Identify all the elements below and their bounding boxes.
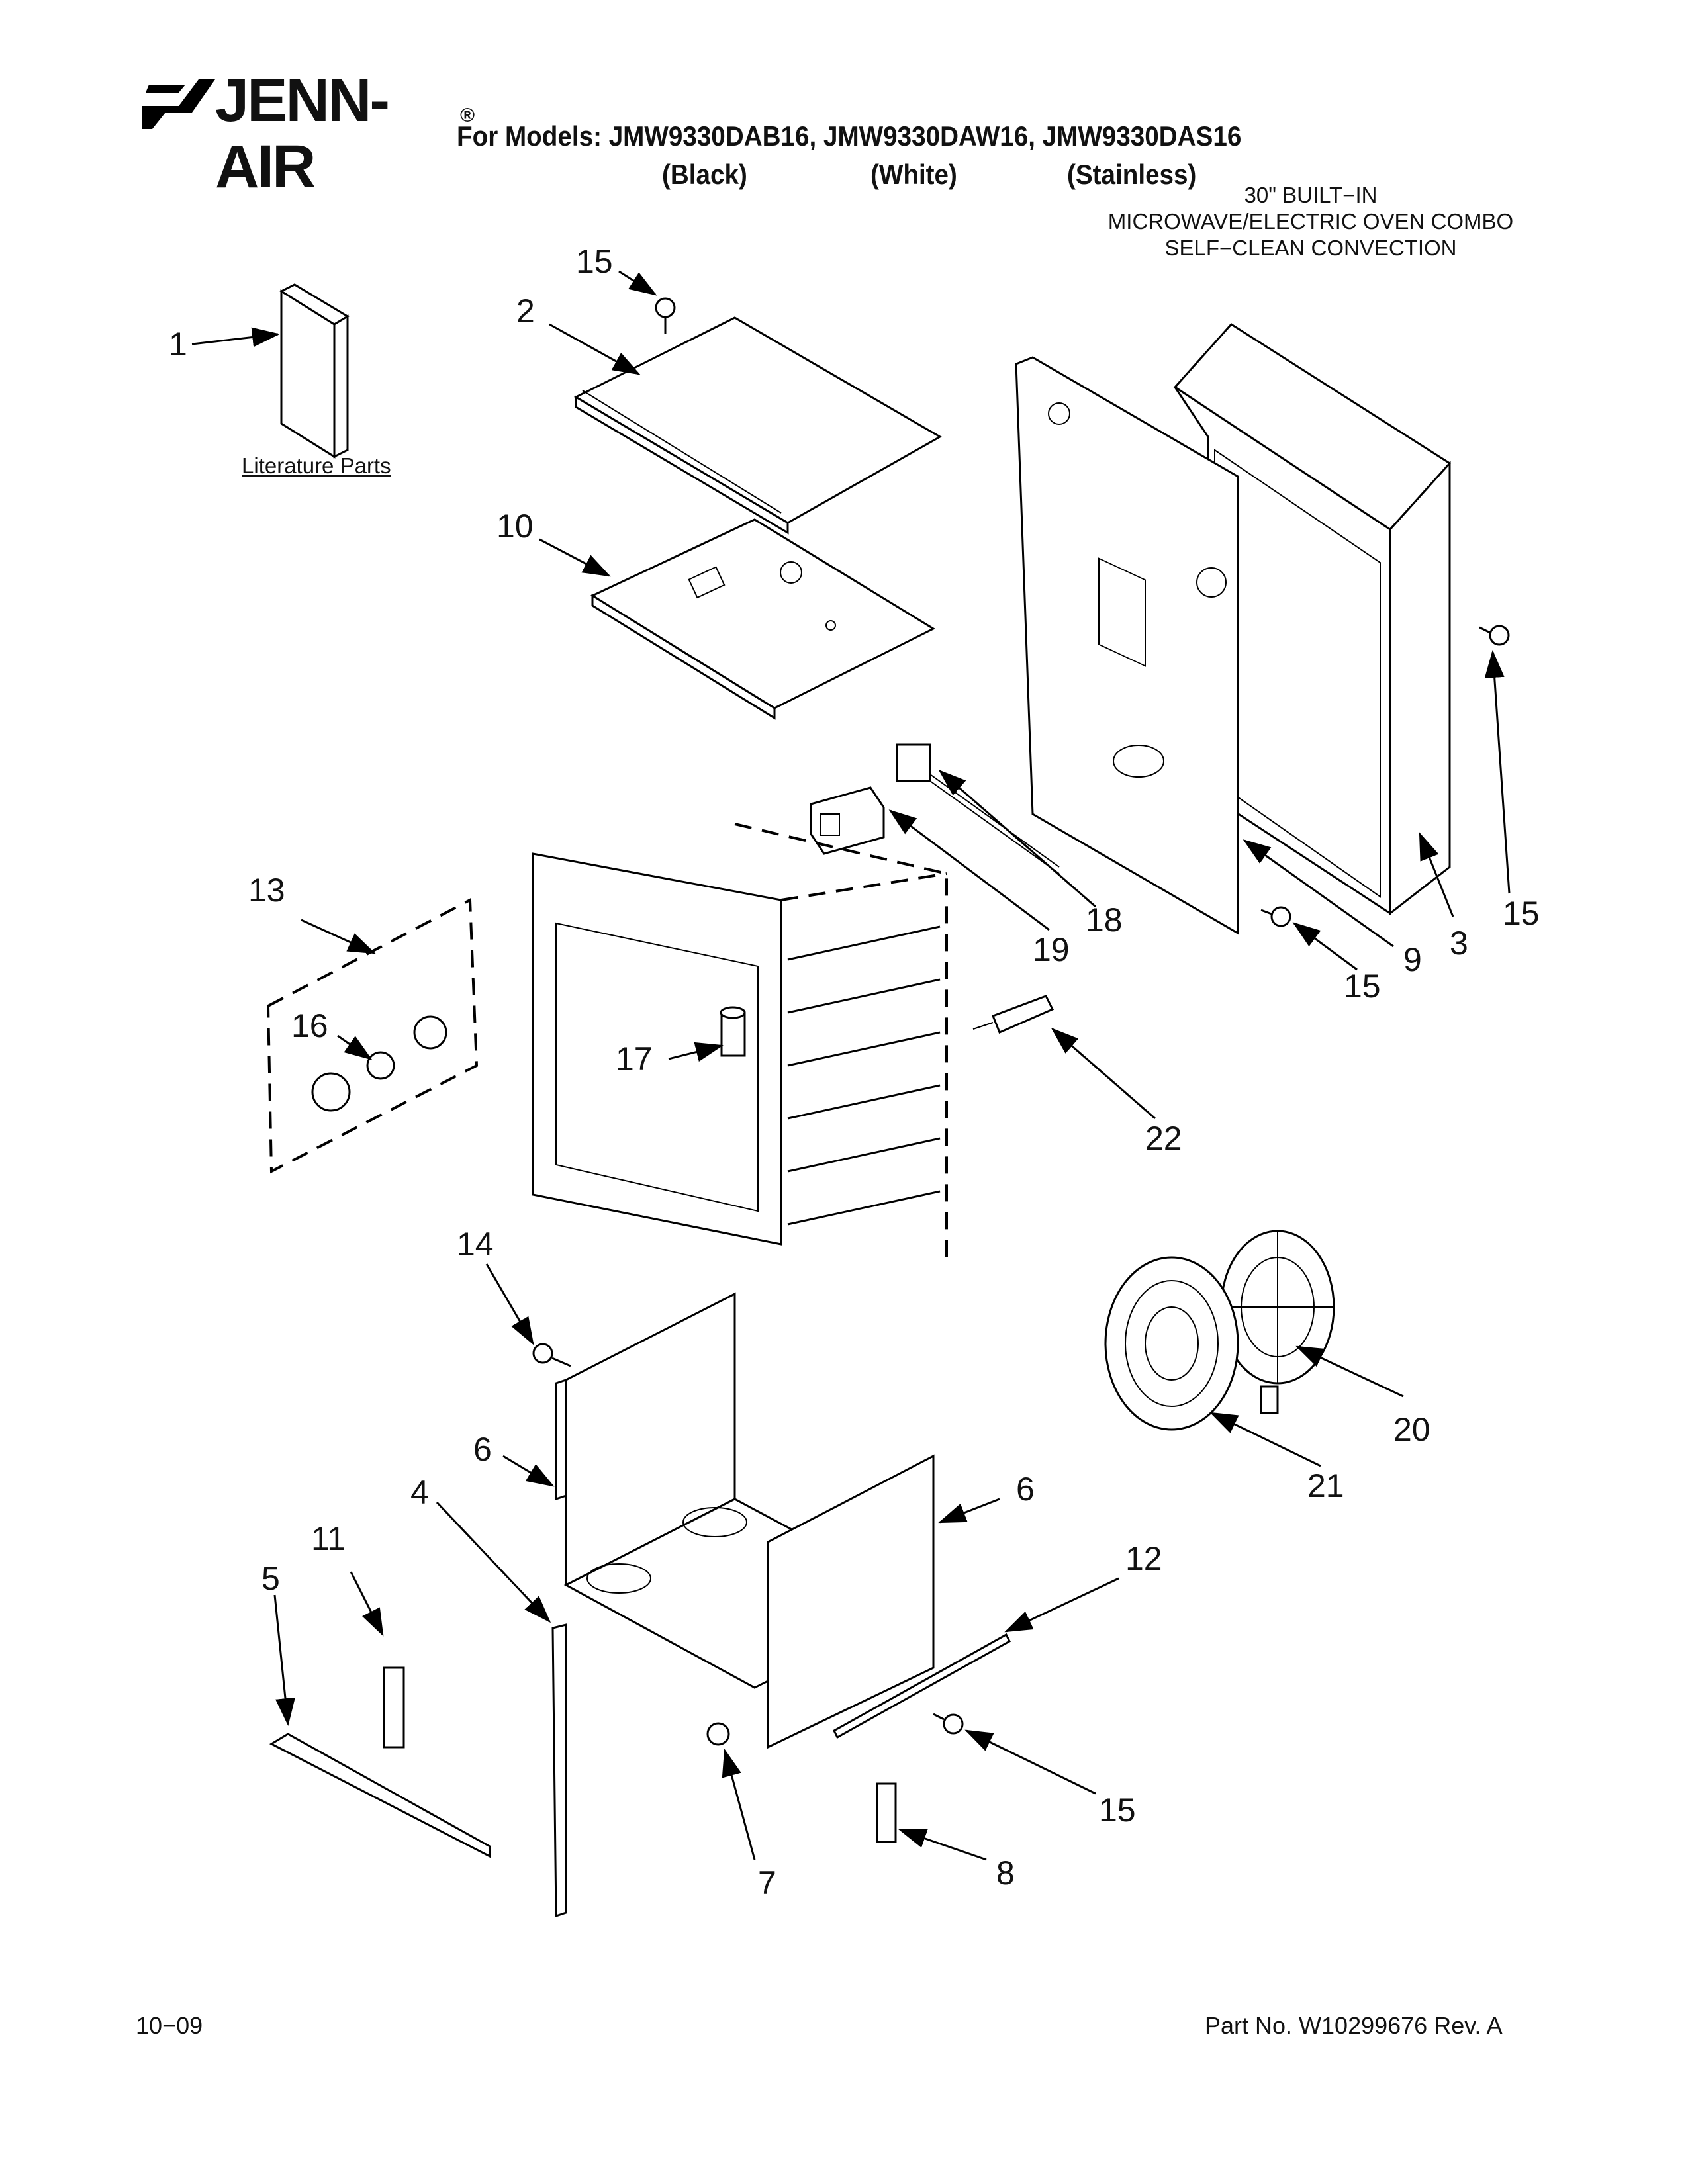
part-number: Part No. W10299676 Rev. A bbox=[1205, 2012, 1503, 2039]
callout-9: 9 bbox=[1403, 941, 1422, 978]
callout-20: 20 bbox=[1393, 1411, 1430, 1448]
literature-parts-label: Literature Parts bbox=[242, 453, 391, 478]
callout-12: 12 bbox=[1125, 1540, 1162, 1577]
callout-3: 3 bbox=[1450, 925, 1468, 962]
product-line-2: MICROWAVE/ELECTRIC OVEN COMBO bbox=[1107, 209, 1514, 234]
product-description: 30" BUILT−IN MICROWAVE/ELECTRIC OVEN COM… bbox=[1072, 182, 1549, 261]
callout-14: 14 bbox=[457, 1226, 494, 1263]
revision-date: 10−09 bbox=[136, 2012, 203, 2039]
callout-10: 10 bbox=[496, 508, 534, 545]
leader-lines bbox=[191, 270, 1511, 1861]
variant-white: (White) bbox=[870, 159, 957, 190]
screw-side bbox=[532, 1343, 571, 1367]
callout-15-rear: 15 bbox=[1344, 968, 1381, 1005]
callout-15-top: 15 bbox=[576, 243, 613, 280]
callout-5: 5 bbox=[261, 1560, 280, 1597]
callout-1: 1 bbox=[169, 326, 187, 363]
electrical-box bbox=[810, 786, 885, 855]
hole-plug bbox=[706, 1722, 730, 1746]
convection-fan-cover bbox=[1104, 1256, 1239, 1431]
callout-18: 18 bbox=[1086, 901, 1123, 938]
callout-21: 21 bbox=[1307, 1467, 1344, 1504]
top-panel bbox=[573, 316, 943, 535]
callout-6-right: 6 bbox=[1016, 1471, 1035, 1508]
brand-name: JENN-AIR bbox=[215, 67, 390, 201]
screw-rear bbox=[1260, 906, 1291, 927]
latch-assembly bbox=[972, 995, 1055, 1034]
brand-swoosh-icon bbox=[142, 79, 215, 129]
brand-logo: JENN-AIR ® bbox=[139, 66, 483, 200]
heating-element bbox=[720, 1006, 746, 1057]
vertical-trim bbox=[551, 1623, 567, 1918]
screw-top bbox=[655, 297, 676, 334]
screw-wrapper bbox=[1479, 625, 1510, 646]
callout-13: 13 bbox=[248, 872, 285, 909]
screw-rail bbox=[933, 1713, 964, 1735]
models-line: For Models: JMW9330DAB16, JMW9330DAW16, … bbox=[457, 120, 1242, 152]
literature-booklet bbox=[279, 283, 350, 459]
front-rail bbox=[269, 1733, 491, 1858]
callout-15-rail: 15 bbox=[1099, 1792, 1136, 1829]
callout-22: 22 bbox=[1145, 1120, 1182, 1157]
side-rail bbox=[833, 1633, 1011, 1739]
insulation-panel bbox=[590, 518, 936, 720]
side-panel-right bbox=[767, 1454, 935, 1749]
callout-15-wrapper: 15 bbox=[1503, 895, 1540, 932]
oven-cavity-frame bbox=[532, 823, 948, 1257]
callout-2: 2 bbox=[516, 293, 535, 330]
callout-11: 11 bbox=[311, 1520, 346, 1557]
registered-mark: ® bbox=[460, 105, 475, 126]
light-assembly-group bbox=[266, 897, 479, 1174]
callout-6-left: 6 bbox=[473, 1431, 492, 1468]
callout-17: 17 bbox=[616, 1040, 653, 1077]
callout-19: 19 bbox=[1033, 931, 1070, 968]
callout-16: 16 bbox=[291, 1007, 328, 1044]
small-bracket bbox=[383, 1666, 405, 1749]
product-line-1: 30" BUILT−IN bbox=[1244, 183, 1378, 207]
variant-stainless: (Stainless) bbox=[1067, 159, 1197, 190]
callout-4: 4 bbox=[410, 1474, 429, 1511]
convection-fan-motor bbox=[1220, 1230, 1335, 1414]
product-line-3: SELF−CLEAN CONVECTION bbox=[1164, 236, 1457, 260]
callout-7: 7 bbox=[758, 1864, 776, 1901]
door-hinge-receiver bbox=[876, 1782, 897, 1843]
light-socket bbox=[311, 1015, 447, 1112]
callout-8: 8 bbox=[996, 1854, 1015, 1891]
rear-panel bbox=[1015, 356, 1239, 935]
variant-black: (Black) bbox=[662, 159, 747, 190]
